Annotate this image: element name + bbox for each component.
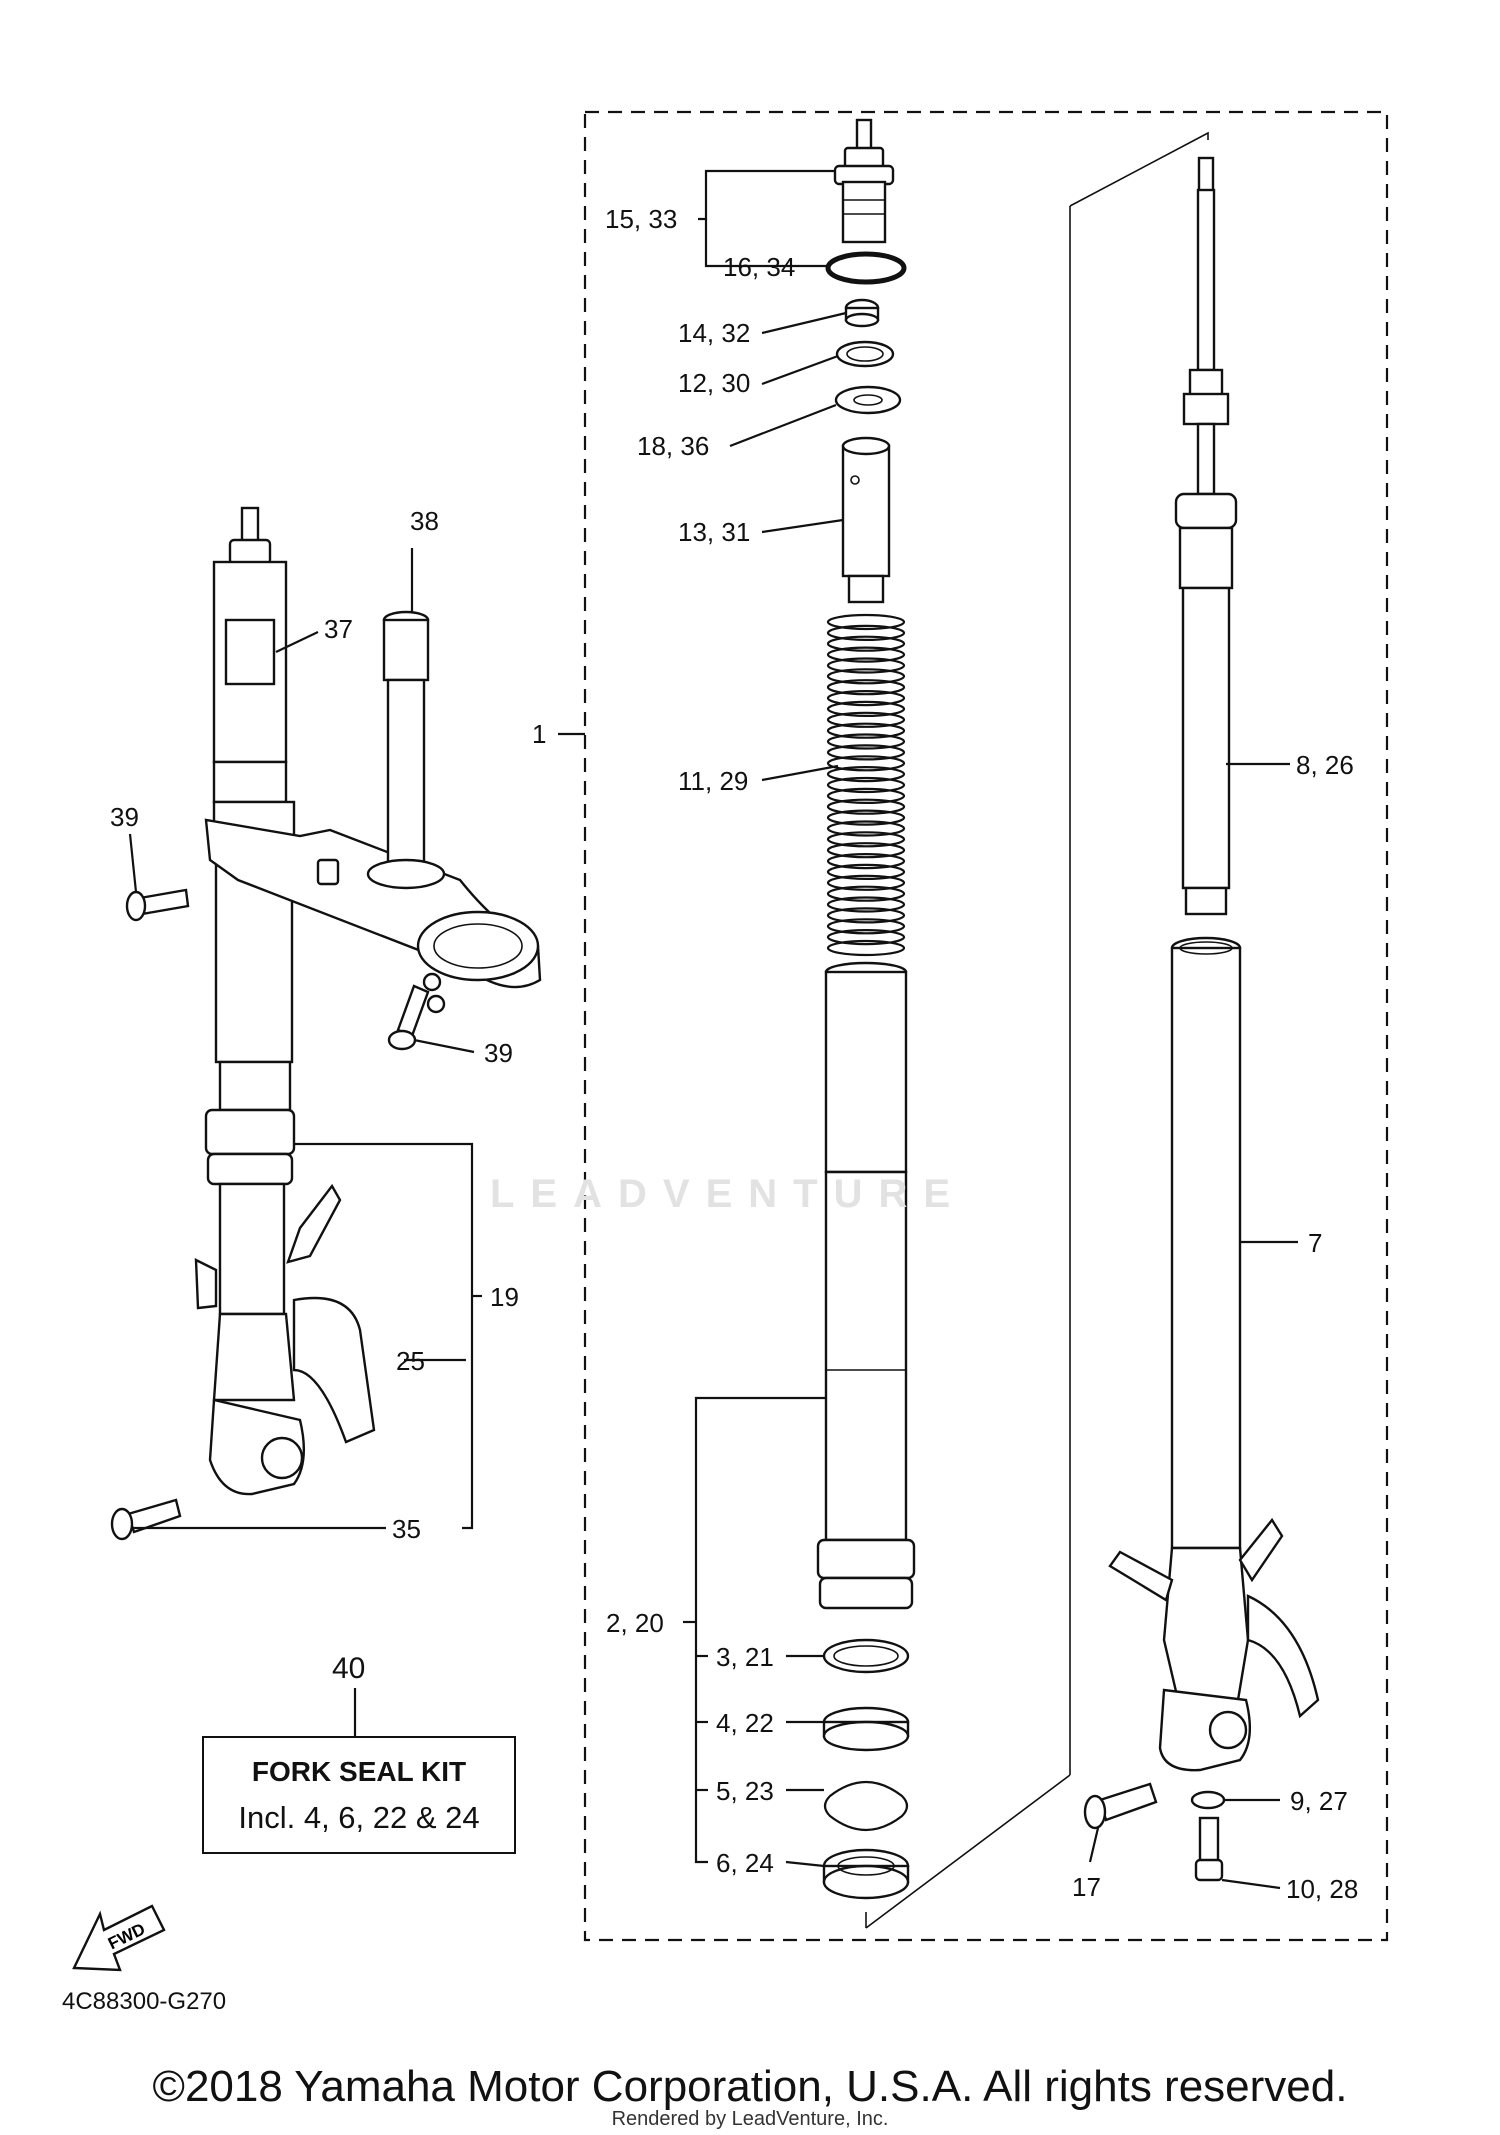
copyright-notice: ©2018 Yamaha Motor Corporation, U.S.A. A… (152, 2062, 1348, 2111)
pinch-bolt-upper-part (125, 888, 190, 922)
axle-bracket-part (1108, 1517, 1320, 1772)
callout-11-29: 11, 29 (678, 766, 748, 796)
assembly-boundary (583, 110, 1389, 1942)
spring-coil (826, 635, 906, 652)
spring-coil (826, 885, 906, 902)
spring-coil (826, 907, 906, 924)
callout-8-26: 8, 26 (1296, 750, 1354, 780)
leader-lines (128, 169, 1298, 1890)
under-bracket-part (204, 818, 542, 989)
washer-part (835, 340, 895, 368)
spring-coil (826, 722, 906, 739)
spring-coil (826, 657, 906, 674)
fork-seal-kit-box: FORK SEAL KIT Incl. 4, 6, 22 & 24 (202, 1736, 516, 1854)
stopper-ring-part (823, 1780, 909, 1832)
spring-coil (826, 896, 906, 913)
slide-metal-part (822, 1848, 910, 1900)
spring-coil (826, 733, 906, 750)
callout-5-23: 5, 23 (716, 1776, 774, 1806)
callout-37: 37 (324, 614, 353, 644)
cap-bolt-part (833, 118, 895, 244)
damper-rod-part (1174, 156, 1238, 916)
callout-18-36: 18, 36 (637, 431, 709, 461)
callout-16-34: 16, 34 (723, 252, 795, 282)
callout-4-22: 4, 22 (716, 1708, 774, 1738)
drain-bolt-part (1194, 1816, 1224, 1882)
callout-38: 38 (410, 506, 439, 536)
callout-14-32: 14, 32 (678, 318, 750, 348)
outer-tube-part (816, 961, 916, 1610)
copper-washer-part (1190, 1790, 1226, 1810)
spacer-washer-part (834, 385, 902, 415)
callout-10-28: 10, 28 (1286, 1874, 1358, 1904)
renderer-credit: Rendered by LeadVenture, Inc. (611, 2108, 889, 2130)
spring-coil (826, 765, 906, 783)
fwd-arrow-icon: FWD (72, 1904, 166, 1972)
left-fork-assembly-part (194, 506, 376, 1496)
kit-includes: Incl. 4, 6, 22 & 24 (238, 1800, 480, 1835)
spring-coil (826, 744, 906, 761)
spring-coil (826, 755, 906, 772)
callout-12-30: 12, 30 (678, 368, 750, 398)
spring-coil (826, 809, 906, 826)
spring-coil (826, 689, 906, 707)
callout-15-33: 15, 33 (605, 204, 677, 234)
fork-spring-part (826, 613, 906, 957)
callout-13-31: 13, 31 (678, 517, 750, 547)
callout-6-24: 6, 24 (716, 1848, 774, 1878)
spring-coil (826, 668, 906, 685)
spring-coil (826, 679, 906, 696)
diagram-reference-code: 4C88300-G270 (62, 1988, 227, 2015)
kit-title: FORK SEAL KIT (251, 1756, 467, 1787)
callout-39-upper: 39 (110, 802, 139, 832)
nut-part (844, 298, 880, 328)
spring-coil (826, 939, 906, 957)
kit-callout-number: 40 (332, 1652, 366, 1685)
spring-coil (826, 831, 906, 848)
callout-7: 7 (1308, 1228, 1322, 1258)
spring-coil (826, 613, 906, 631)
watermark-text: LEADVENTURE (490, 1172, 967, 1216)
spring-coil (826, 820, 906, 837)
spring-coil (826, 700, 906, 718)
callout-1: 1 (532, 719, 546, 749)
spring-coil (826, 624, 906, 642)
spring-coil (826, 711, 906, 728)
collar-part (841, 436, 891, 604)
spring-coil (826, 874, 906, 891)
perspective-guide (1069, 131, 1209, 207)
dust-seal-part (822, 1638, 910, 1674)
spring-coil (826, 842, 906, 859)
callout-35: 35 (392, 1514, 421, 1544)
spring-coil (826, 787, 906, 805)
callout-9-27: 9, 27 (1290, 1786, 1348, 1816)
oil-seal-part (822, 1706, 910, 1752)
axle-bolt-part (1083, 1782, 1158, 1830)
spring-coil (826, 918, 906, 935)
callout-2-20: 2, 20 (606, 1608, 664, 1638)
spring-coil (826, 863, 906, 881)
callout-3-21: 3, 21 (716, 1642, 774, 1672)
callout-39-lower: 39 (484, 1038, 513, 1068)
inner-tube-part (1170, 936, 1242, 1550)
spring-coil (826, 852, 906, 870)
o-ring-part (825, 251, 907, 285)
spring-coil (826, 798, 906, 815)
steering-stem-part (366, 610, 446, 890)
callout-25: 25 (396, 1346, 425, 1376)
callout-19: 19 (490, 1282, 519, 1312)
spring-coil (826, 928, 906, 946)
pinch-bolt-lower-part (387, 972, 446, 1051)
spring-coil (826, 776, 906, 794)
callout-17: 17 (1072, 1872, 1101, 1902)
left-lower-bolt-part (110, 1498, 182, 1541)
spring-coil (826, 646, 906, 663)
